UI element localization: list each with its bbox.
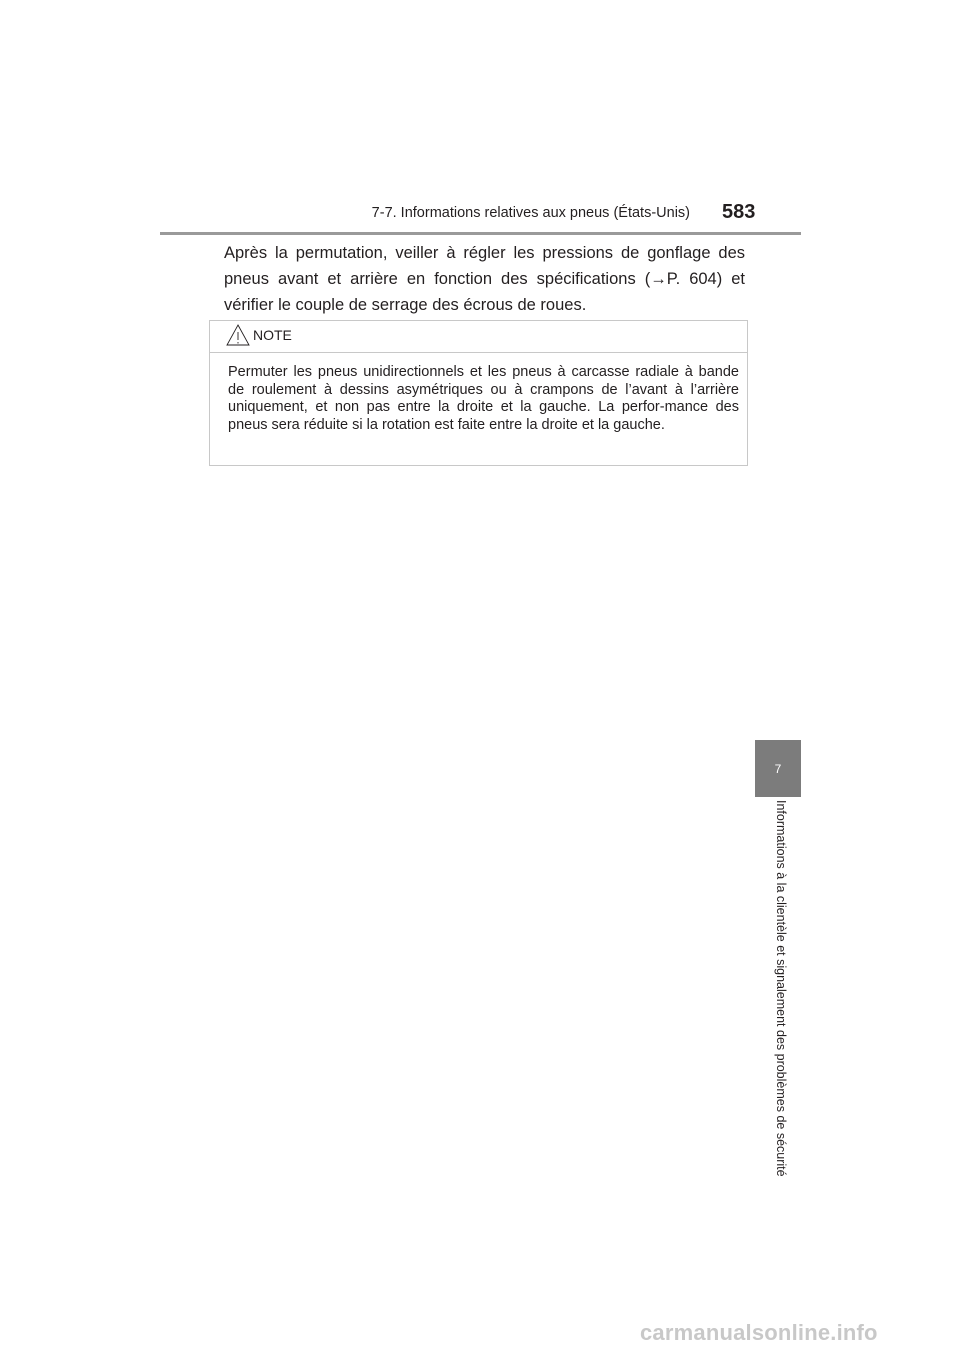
watermark: carmanualsonline.info: [640, 1320, 878, 1345]
header-rule: [160, 232, 801, 235]
chapter-tab: 7: [755, 740, 801, 797]
chapter-title: Informations à la clientèle et signaleme…: [774, 800, 788, 1177]
note-box: NOTE Permuter les pneus unidirectionnels…: [209, 320, 748, 466]
page-number: 583: [722, 201, 756, 223]
chapter-number: 7: [774, 761, 782, 776]
header-section-title: 7-7. Informations relatives aux pneus (É…: [371, 205, 690, 221]
note-label: NOTE: [253, 327, 292, 343]
warning-triangle-icon: [226, 323, 250, 347]
note-header: NOTE: [210, 321, 747, 353]
note-text: Permuter les pneus unidirectionnels et l…: [228, 364, 739, 433]
body-paragraph: Après la permutation, veiller à régler l…: [224, 244, 745, 314]
